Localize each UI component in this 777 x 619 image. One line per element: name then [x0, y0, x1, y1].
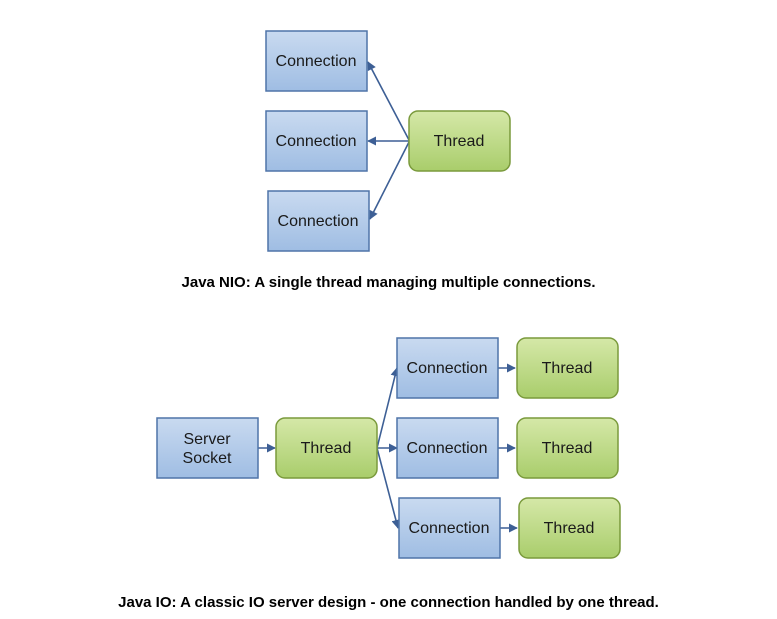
nio-edge-1 — [367, 61, 410, 141]
io-worker-thread-1-label: Thread — [542, 360, 593, 377]
io-worker-thread-1: Thread — [516, 337, 619, 399]
io-caption: Java IO: A classic IO server design - on… — [118, 594, 659, 611]
nio-diagram: Connection Connection Connection Thread — [265, 30, 511, 252]
io-edge-thread-conn-3 — [376, 447, 401, 529]
nio-edge-3 — [369, 141, 410, 220]
nio-caption: Java NIO: A single thread managing multi… — [181, 274, 596, 291]
nio-connection-2: Connection — [265, 110, 368, 172]
io-worker-thread-2: Thread — [516, 417, 619, 479]
nio-connection-1: Connection — [265, 30, 368, 92]
io-connection-3-label: Connection — [409, 520, 490, 537]
io-connection-1-label: Connection — [407, 360, 488, 377]
nio-thread-label: Thread — [434, 133, 485, 150]
nio-connection-3-label: Connection — [278, 213, 359, 230]
nio-thread: Thread — [408, 110, 511, 172]
io-worker-thread-3-label: Thread — [544, 520, 595, 537]
io-connection-1: Connection — [396, 337, 499, 399]
io-acceptor-thread-label: Thread — [301, 440, 352, 457]
io-worker-thread-3: Thread — [518, 497, 621, 559]
io-server-socket: Server Socket — [156, 417, 259, 479]
io-connection-3: Connection — [398, 497, 501, 559]
io-connection-2-label: Connection — [407, 440, 488, 457]
io-diagram: Server Socket Thread Connection Connecti… — [156, 337, 621, 559]
io-worker-thread-2-label: Thread — [542, 440, 593, 457]
io-server-socket-label-line2: Socket — [183, 450, 232, 467]
io-acceptor-thread: Thread — [275, 417, 378, 479]
io-edge-thread-conn-1 — [376, 367, 400, 449]
nio-connection-3: Connection — [267, 190, 370, 252]
io-connection-2: Connection — [396, 417, 499, 479]
nio-connection-2-label: Connection — [276, 133, 357, 150]
io-server-socket-label-line1: Server — [183, 431, 231, 448]
nio-connection-1-label: Connection — [276, 53, 357, 70]
